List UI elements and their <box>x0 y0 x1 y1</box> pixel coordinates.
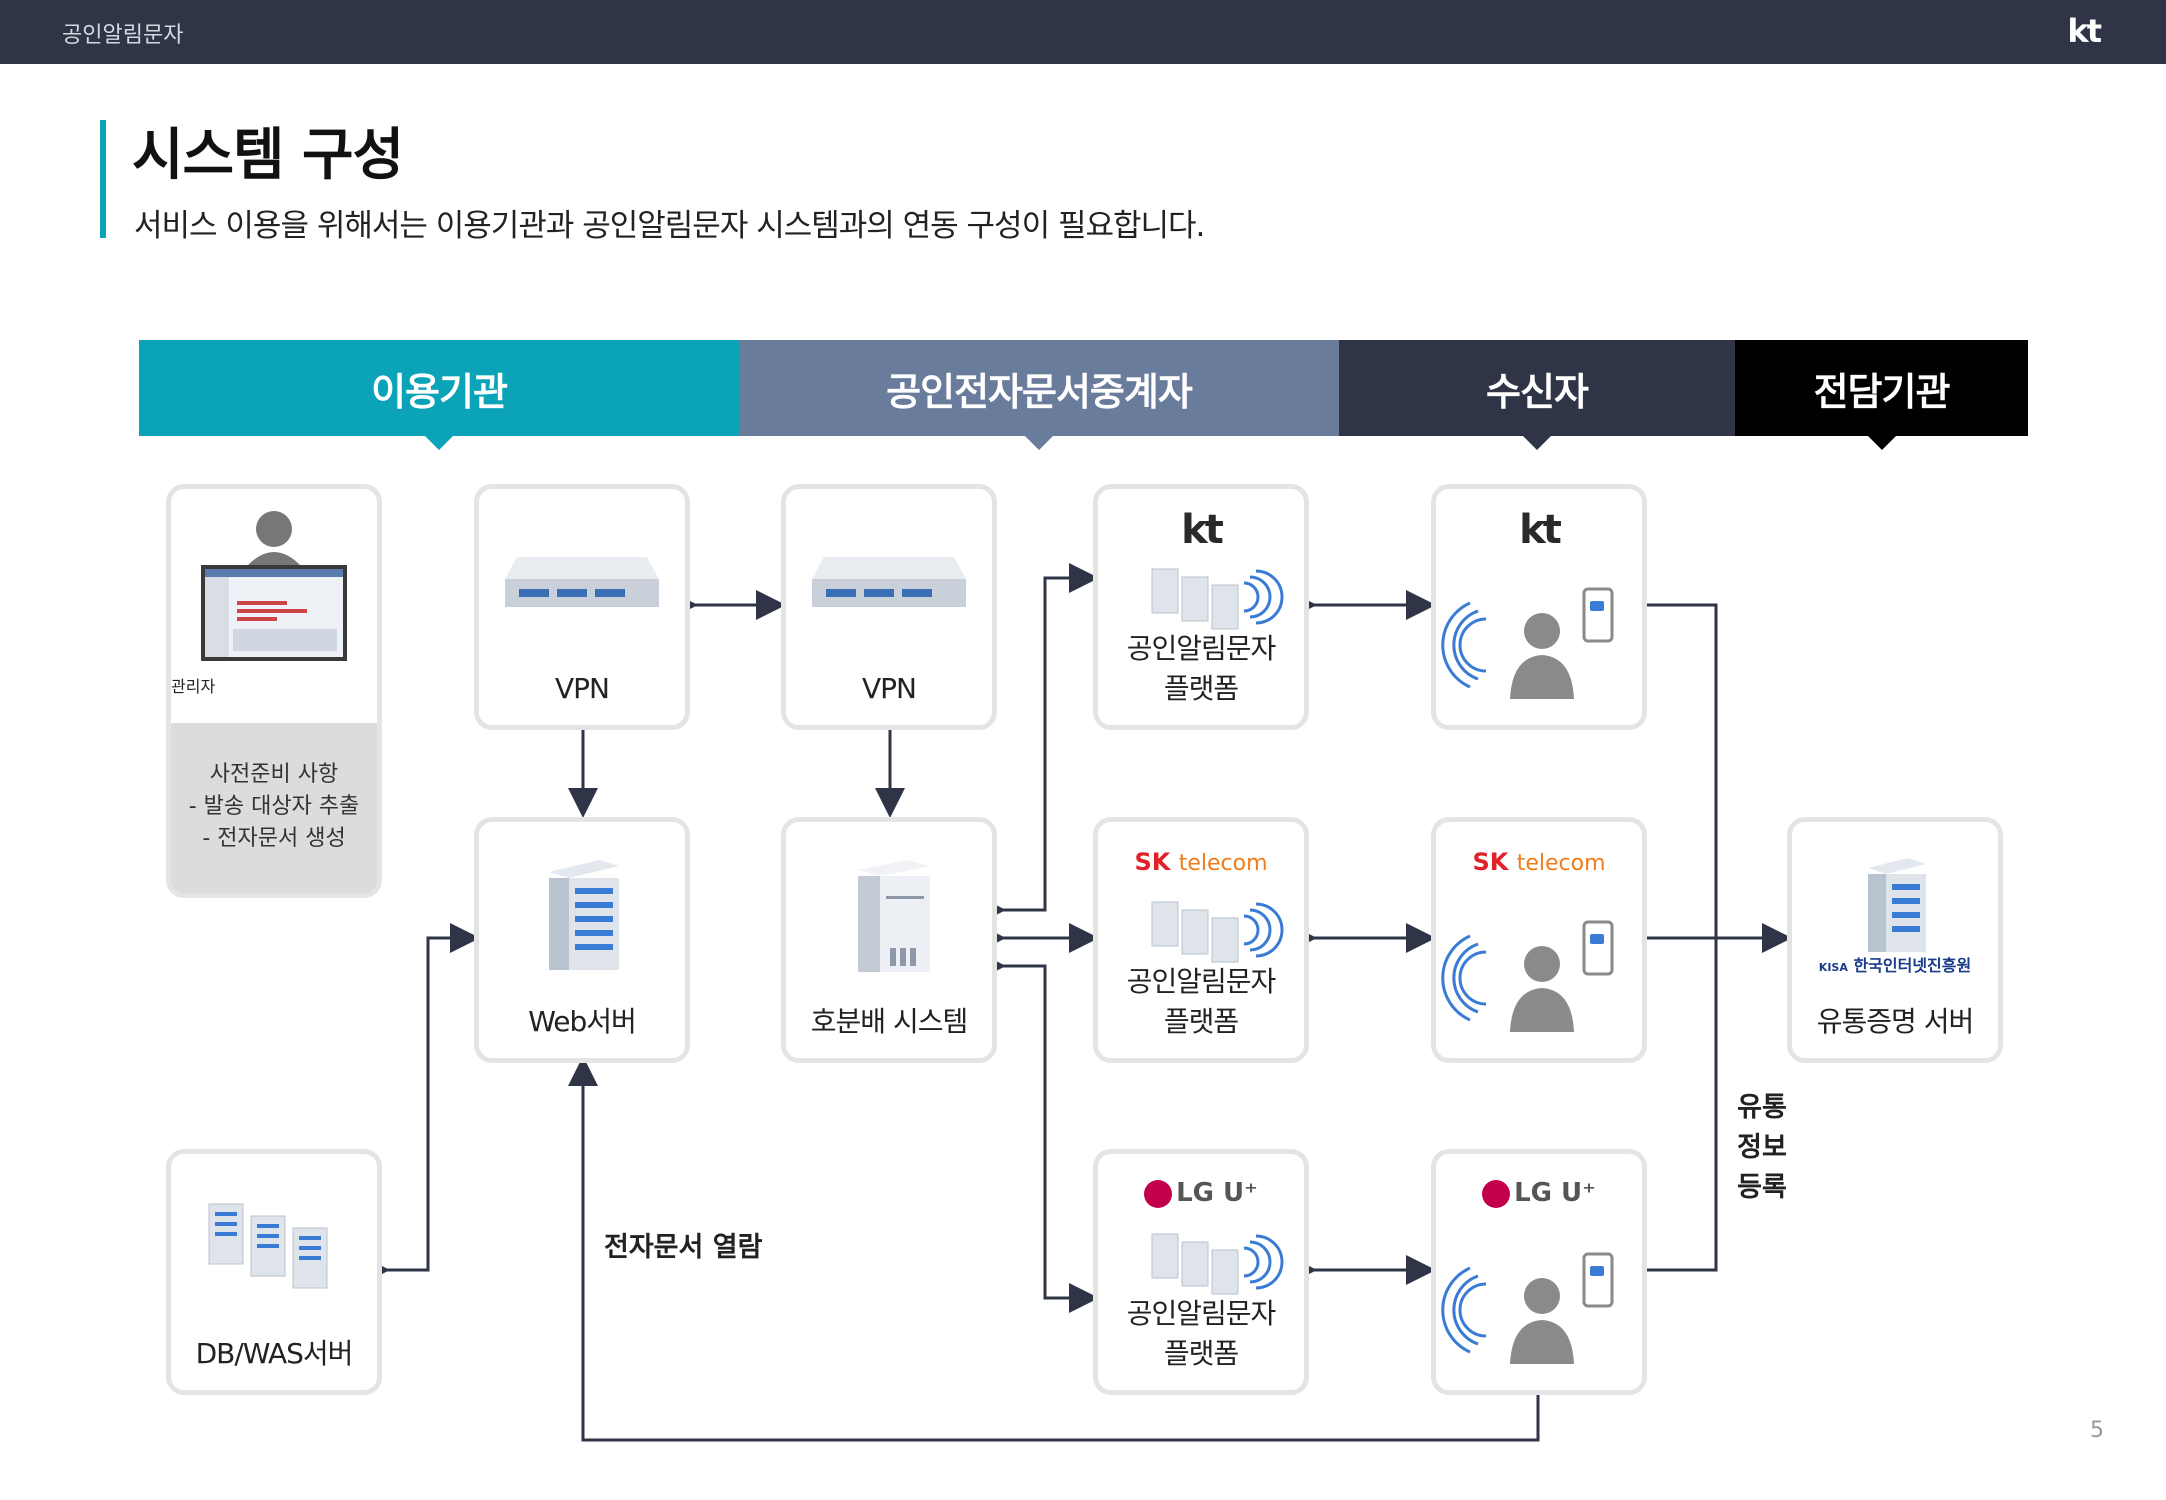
sk-brand: SK <box>1134 848 1171 876</box>
vpn-left-node: VPN <box>474 484 690 730</box>
lg-logo-icon <box>1482 1179 1511 1208</box>
lg-uplus-logo: LG U⁺ <box>1436 1178 1642 1208</box>
registration-line: 유통 <box>1737 1092 1787 1123</box>
platform-label: 공인알림문자 <box>1126 1297 1277 1330</box>
kisa-server-label: 유통증명 서버 <box>1816 1005 1974 1038</box>
registration-line: 정보 <box>1737 1132 1787 1163</box>
platform-label: 공인알림문자 <box>1126 965 1277 998</box>
web-server-node: Web서버 <box>474 817 690 1063</box>
sk-brand-sub: telecom <box>1178 851 1268 876</box>
lg-platform-node: LG U⁺ 공인알림문자 플랫폼 <box>1093 1149 1309 1395</box>
sk-receiver-node: SK telecom <box>1431 817 1647 1063</box>
page-number: 5 <box>2090 1418 2104 1443</box>
arrow-open-doc <box>568 1056 1540 1442</box>
platform-sublabel: 플랫폼 <box>1163 1005 1239 1038</box>
vpn-appliance-icon <box>505 557 659 607</box>
mobile-user-icon <box>1441 1252 1614 1364</box>
server-tower-icon <box>1868 858 1926 952</box>
kt-logo: kt <box>1181 507 1224 553</box>
lg-uplus-logo: LG U⁺ <box>1098 1178 1304 1208</box>
band-recipient: 수신자 <box>1339 340 1735 450</box>
sk-brand: SK <box>1472 848 1509 876</box>
server-tower-icon <box>549 860 619 970</box>
kisa-org-name: 한국인터넷진흥원 <box>1853 956 1972 975</box>
vpn-left-label: VPN <box>555 672 610 705</box>
registration-label: 유통 정보 등록 <box>1732 1088 1792 1208</box>
vpn-right-label: VPN <box>862 672 917 705</box>
band-user-institution: 이용기관 <box>139 340 739 450</box>
web-server-label: Web서버 <box>528 1005 637 1038</box>
registration-line: 등록 <box>1737 1172 1787 1203</box>
prep-line: - 발송 대상자 추출 <box>188 794 360 819</box>
vpn-appliance-icon <box>812 557 966 607</box>
mobile-user-icon <box>1441 920 1614 1032</box>
sk-telecom-logo: SK telecom <box>1436 848 1642 876</box>
platform-sublabel: 플랫폼 <box>1163 672 1239 705</box>
sk-platform-node: SK telecom 공인알림문자 플랫폼 <box>1093 817 1309 1063</box>
sk-telecom-logo: SK telecom <box>1098 848 1304 876</box>
lg-brand: LG U⁺ <box>1176 1178 1258 1208</box>
kt-platform-node: kt 공인알림문자 플랫폼 <box>1093 484 1309 730</box>
db-was-node: DB/WAS서버 <box>166 1149 382 1395</box>
relay-system-node: 호분배 시스템 <box>781 817 997 1063</box>
arrow-relay-kt <box>976 563 1099 925</box>
kt-receiver-node: kt <box>1431 484 1647 730</box>
page-subtitle: 서비스 이용을 위해서는 이용기관과 공인알림문자 시스템과의 연동 구성이 필… <box>134 208 1205 244</box>
top-bar: 공인알림문자 kt <box>0 0 2166 64</box>
server-rack-icon <box>208 1203 328 1289</box>
platform-servers-icon <box>1151 1233 1284 1295</box>
arrow-db-web <box>360 923 480 1285</box>
kt-logo: kt <box>1519 507 1562 553</box>
open-doc-label: 전자문서 열람 <box>604 1232 763 1263</box>
admin-node: 관리자 사전준비 사항 - 발송 대상자 추출 - 전자문서 생성 <box>166 484 382 898</box>
platform-label: 공인알림문자 <box>1126 632 1277 665</box>
header-title: 공인알림문자 <box>62 23 184 48</box>
mobile-user-icon <box>1441 587 1614 699</box>
admin-monitor-icon <box>201 511 347 661</box>
sk-brand-sub: telecom <box>1516 851 1606 876</box>
platform-servers-icon <box>1151 901 1284 963</box>
platform-sublabel: 플랫폼 <box>1163 1337 1239 1370</box>
admin-label: 관리자 <box>171 677 216 696</box>
lg-logo-icon <box>1144 1179 1173 1208</box>
band-dedicated-agency: 전담기관 <box>1735 340 2028 450</box>
kisa-abbr: KISA <box>1818 961 1848 974</box>
vpn-right-node: VPN <box>781 484 997 730</box>
lg-receiver-node: LG U⁺ <box>1431 1149 1647 1395</box>
band-relay-provider: 공인전자문서중계자 <box>739 340 1339 450</box>
prep-line: 사전준비 사항 <box>209 762 339 787</box>
lg-brand: LG U⁺ <box>1514 1178 1596 1208</box>
prep-line: - 전자문서 생성 <box>202 826 346 851</box>
relay-server-icon <box>858 860 930 972</box>
arrow-relay-lg <box>976 951 1099 1313</box>
heading-accent-bar <box>100 120 106 238</box>
kt-logo: kt <box>2067 12 2102 50</box>
relay-system-label: 호분배 시스템 <box>810 1005 968 1038</box>
prep-notes: 사전준비 사항 - 발송 대상자 추출 - 전자문서 생성 <box>171 759 377 855</box>
page-title: 시스템 구성 <box>132 123 404 188</box>
kisa-server-node: KISA 한국인터넷진흥원 유통증명 서버 <box>1787 817 2003 1063</box>
kisa-logo: KISA 한국인터넷진흥원 <box>1792 952 1998 976</box>
platform-servers-icon <box>1151 568 1284 630</box>
db-was-label: DB/WAS서버 <box>195 1337 354 1370</box>
